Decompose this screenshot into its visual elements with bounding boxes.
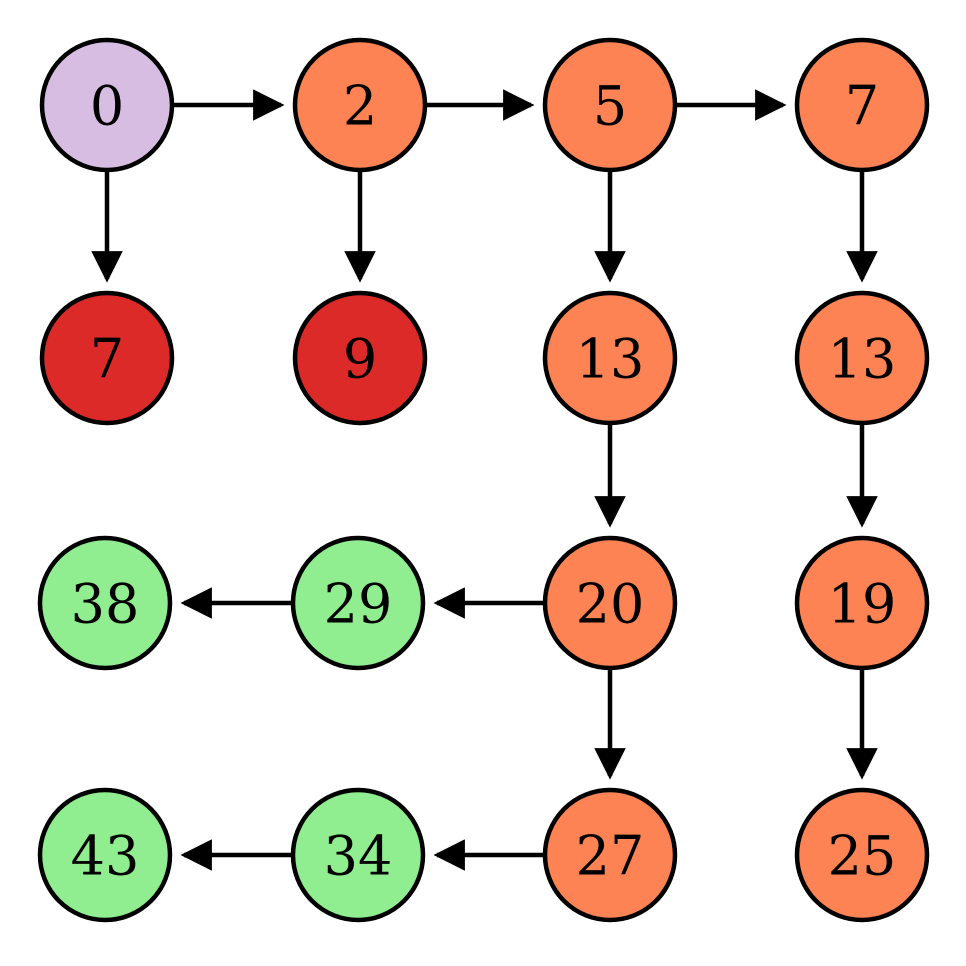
graph-node[interactable]: 25 xyxy=(794,787,930,923)
graph-node[interactable]: 0 xyxy=(39,37,175,173)
node-circle[interactable] xyxy=(39,290,175,426)
graph-node[interactable]: 20 xyxy=(542,535,678,671)
node-circle[interactable] xyxy=(542,535,678,671)
node-circle[interactable] xyxy=(37,535,173,671)
node-circle[interactable] xyxy=(290,787,426,923)
node-circle[interactable] xyxy=(290,535,426,671)
graph-node[interactable]: 9 xyxy=(292,290,428,426)
edge-layer xyxy=(91,89,878,871)
node-circle[interactable] xyxy=(292,290,428,426)
node-circle[interactable] xyxy=(794,535,930,671)
graph-node[interactable]: 7 xyxy=(39,290,175,426)
node-circle[interactable] xyxy=(542,787,678,923)
node-circle[interactable] xyxy=(39,37,175,173)
graph-node[interactable]: 19 xyxy=(794,535,930,671)
graph-node[interactable]: 27 xyxy=(542,787,678,923)
graph-node[interactable]: 2 xyxy=(292,37,428,173)
node-circle[interactable] xyxy=(542,290,678,426)
graph-node[interactable]: 13 xyxy=(794,290,930,426)
node-circle[interactable] xyxy=(37,787,173,923)
graph-node[interactable]: 7 xyxy=(794,37,930,173)
graph-node[interactable]: 38 xyxy=(37,535,173,671)
graph-node[interactable]: 5 xyxy=(542,37,678,173)
graph-node[interactable]: 34 xyxy=(290,787,426,923)
graph-node[interactable]: 29 xyxy=(290,535,426,671)
graph-node[interactable]: 43 xyxy=(37,787,173,923)
node-circle[interactable] xyxy=(794,37,930,173)
node-circle[interactable] xyxy=(794,290,930,426)
node-circle[interactable] xyxy=(794,787,930,923)
node-circle[interactable] xyxy=(542,37,678,173)
node-circle[interactable] xyxy=(292,37,428,173)
graph-node[interactable]: 13 xyxy=(542,290,678,426)
